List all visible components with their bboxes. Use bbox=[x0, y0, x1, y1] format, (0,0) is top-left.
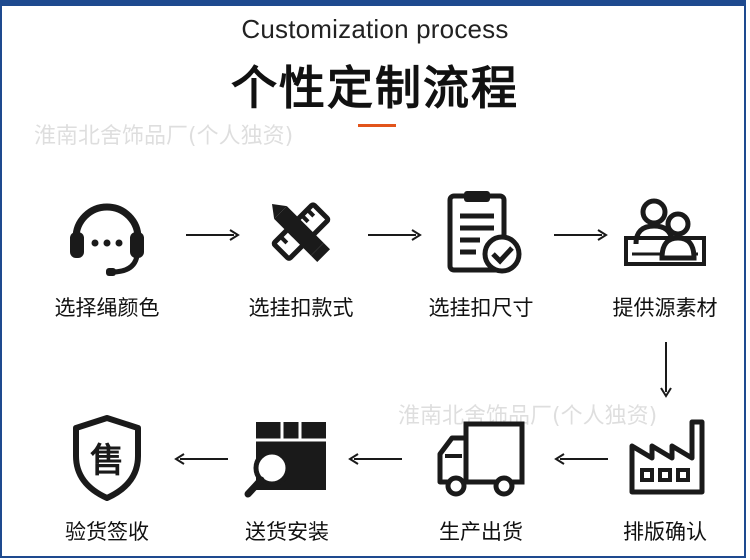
truck-icon bbox=[436, 412, 526, 502]
people-icon bbox=[620, 188, 710, 278]
step-choose-buckle-style: 选挂扣款式 bbox=[226, 188, 376, 322]
step-label: 验货签收 bbox=[65, 520, 149, 544]
step-label: 选挂扣款式 bbox=[248, 296, 354, 320]
step-choose-buckle-size: 选挂扣尺寸 bbox=[406, 188, 556, 322]
watermark: 淮南北舍饰品厂(个人独资) bbox=[398, 404, 658, 429]
arrow-down-icon bbox=[659, 342, 673, 398]
title-chinese: 个性定制流程 bbox=[231, 61, 519, 115]
step-label: 选挂扣尺寸 bbox=[428, 296, 534, 320]
step-label: 选择绳颜色 bbox=[54, 296, 160, 320]
step-inspection-signoff: 售 验货签收 bbox=[32, 412, 182, 546]
step-label: 提供源素材 bbox=[612, 296, 718, 320]
step-label: 生产出货 bbox=[439, 520, 523, 544]
arrow-left-icon bbox=[348, 452, 402, 466]
arrow-right-icon bbox=[186, 228, 240, 242]
title-english: Customization process bbox=[241, 14, 509, 44]
step-delivery-installation: 送货安装 bbox=[212, 412, 362, 546]
title-accent-line bbox=[358, 124, 396, 127]
headset-icon bbox=[62, 188, 152, 278]
factory-icon bbox=[620, 412, 710, 502]
step-label: 排版确认 bbox=[623, 520, 707, 544]
step-label: 送货安装 bbox=[245, 520, 329, 544]
arrow-right-icon bbox=[368, 228, 422, 242]
sale-shield-icon: 售 bbox=[62, 412, 152, 502]
sale-badge-text: 售 bbox=[90, 441, 124, 481]
pencil-ruler-icon bbox=[256, 188, 346, 278]
step-layout-confirm: 排版确认 bbox=[590, 412, 740, 546]
arrow-left-icon bbox=[174, 452, 228, 466]
watermark: 淮南北舍饰品厂(个人独资) bbox=[34, 124, 294, 149]
clipboard-check-icon bbox=[436, 188, 526, 278]
step-choose-rope-color: 选择绳颜色 bbox=[32, 188, 182, 322]
box-search-icon bbox=[242, 412, 332, 502]
step-production-shipping: 生产出货 bbox=[406, 412, 556, 546]
step-provide-source-material: 提供源素材 bbox=[590, 188, 740, 322]
arrow-right-icon bbox=[554, 228, 608, 242]
arrow-left-icon bbox=[554, 452, 608, 466]
